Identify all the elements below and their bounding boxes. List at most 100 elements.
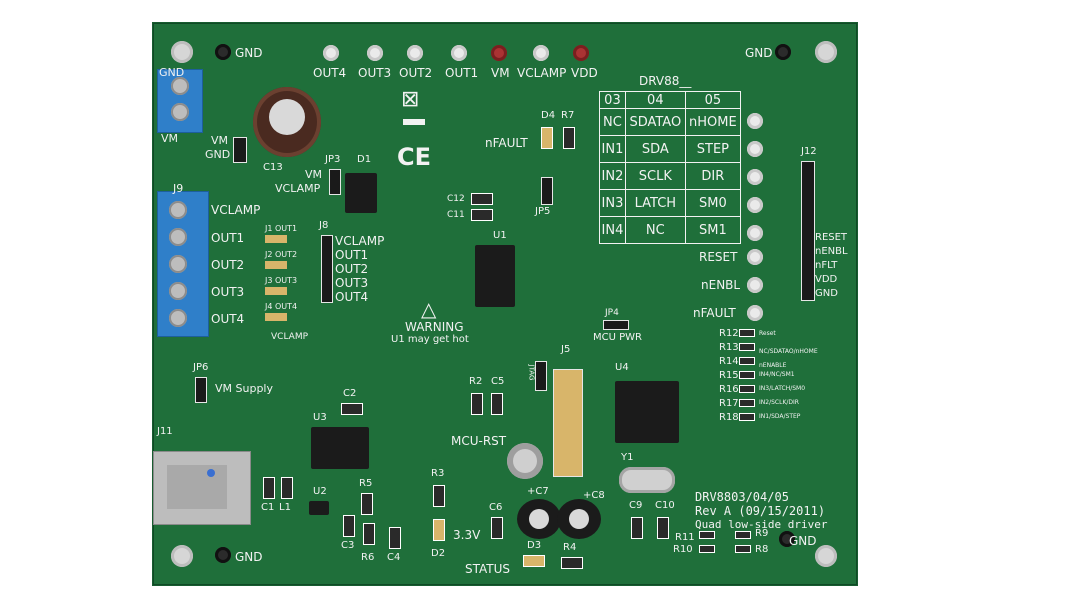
- mount-hole-bl: [171, 545, 193, 567]
- r6-label: R6: [361, 552, 375, 563]
- mcu-rst-button[interactable]: [507, 443, 543, 479]
- r15-desc: IN4/NC/SM1: [759, 371, 795, 378]
- r8-part: [735, 545, 751, 553]
- jp3-label: JP3: [325, 154, 341, 165]
- c12-part: [471, 193, 493, 205]
- j12-pin-gnd: GND: [815, 288, 838, 299]
- vm-supply-label: VM Supply: [215, 382, 273, 395]
- j7-vm-label: VM: [211, 134, 229, 147]
- r17-label: R17: [719, 398, 739, 409]
- pin-function-table: 03 04 05 NC SDATAO nHOME IN1 SDA STEP IN…: [599, 91, 742, 244]
- u4-label: U4: [615, 362, 629, 373]
- j8-pin-out3: OUT3: [335, 276, 369, 290]
- r10-label: R10: [673, 544, 693, 555]
- d3-label: D3: [527, 540, 542, 551]
- table-cell: LATCH: [624, 189, 686, 217]
- j6-gnd-label: GND: [159, 66, 185, 79]
- tp-vclamp: [533, 45, 549, 61]
- j9-pin-vclamp: VCLAMP: [211, 203, 261, 217]
- gnd-testpoint-tr: [775, 44, 791, 60]
- gnd-label-tl: GND: [235, 46, 263, 60]
- r2-label: R2: [469, 376, 483, 387]
- gnd-testpoint-br: [779, 531, 795, 547]
- c5-label: C5: [491, 376, 505, 387]
- r11-part: [699, 531, 715, 539]
- drv-title: DRV88__: [639, 74, 692, 88]
- r14-part: [739, 357, 755, 365]
- j2-pads: [265, 261, 287, 269]
- weee-bar: [403, 119, 425, 125]
- u4-mcu: [615, 381, 679, 443]
- j9-screw-5: [169, 309, 187, 327]
- ce-mark: CE: [397, 143, 432, 171]
- j7-gnd-label: GND: [205, 148, 231, 161]
- tp-vm: [491, 45, 507, 61]
- jp4-header: [603, 320, 629, 330]
- tp-nenbl: [747, 277, 763, 293]
- tp-vdd-label: VDD: [571, 66, 598, 80]
- table-cell: SDA: [624, 135, 686, 163]
- tp-nfault: [747, 305, 763, 321]
- j6-screw-2: [171, 103, 189, 121]
- table-head: 03: [599, 91, 626, 109]
- r14-label: R14: [719, 356, 739, 367]
- j6-vm-label: VM: [161, 132, 179, 145]
- jp6-label: JP6: [193, 362, 209, 373]
- y1-label: Y1: [621, 452, 634, 463]
- nfault-top-label: nFAULT: [485, 136, 528, 150]
- r18-desc: IN1/SDA/STEP: [759, 413, 801, 420]
- r10-part: [699, 545, 715, 553]
- warning-triangle-icon: △: [421, 297, 437, 321]
- j9-screw-2: [169, 228, 187, 246]
- jp6-header: [195, 377, 207, 403]
- mount-hole-tr: [815, 41, 837, 63]
- j5-header: [553, 369, 583, 477]
- r5-part: [361, 493, 373, 515]
- gnd-label-br: GND: [789, 534, 817, 548]
- u3-label: U3: [313, 412, 327, 423]
- j8-pin-out4: OUT4: [335, 290, 369, 304]
- r2-part: [471, 393, 483, 415]
- j12-pin-nenbl: nENBL: [815, 246, 848, 257]
- r5-label: R5: [359, 478, 373, 489]
- c10-part: [657, 517, 669, 539]
- c6-part: [491, 517, 503, 539]
- tp-reset: [747, 249, 763, 265]
- c3-part: [343, 515, 355, 537]
- jtag-label: JTAG: [527, 364, 536, 381]
- tp-out1: [451, 45, 467, 61]
- r4-part: [561, 557, 583, 569]
- r3-part: [433, 485, 445, 507]
- r4-label: R4: [563, 542, 577, 553]
- r7-label: R7: [561, 110, 575, 121]
- tp-dir: [747, 169, 763, 185]
- j9-screw-4: [169, 282, 187, 300]
- c11-part: [471, 209, 493, 221]
- tp-out1-label: OUT1: [445, 66, 479, 80]
- mount-hole-br: [815, 545, 837, 567]
- j12-pin-reset: RESET: [815, 232, 848, 243]
- u2-label: U2: [313, 486, 327, 497]
- c8-top: [569, 509, 589, 529]
- j12-pin-vdd: VDD: [815, 274, 838, 285]
- tp-out3: [367, 45, 383, 61]
- c3-label: C3: [341, 540, 355, 551]
- u1-chip: [475, 245, 515, 307]
- table-cell: IN3: [599, 189, 626, 217]
- d3-led: [523, 555, 545, 567]
- j11-label: J11: [157, 426, 173, 437]
- c7-label: +C7: [527, 486, 549, 497]
- gnd-label-tr: GND: [745, 46, 773, 60]
- j7-header: [233, 137, 247, 163]
- c10-label: C10: [655, 500, 675, 511]
- board-desc: Quad low-side driver: [695, 518, 828, 531]
- jp3-vclamp-label: VCLAMP: [275, 182, 321, 195]
- r13-desc: NC/SDATAO/nHOME: [759, 348, 818, 355]
- mcu-pwr-label: MCU PWR: [593, 332, 642, 343]
- r13-part: [739, 343, 755, 351]
- j1-label: J1 OUT1: [265, 224, 298, 233]
- r12-label: R12: [719, 328, 739, 339]
- c2-part: [341, 403, 363, 415]
- j9-pin-out2: OUT2: [211, 258, 245, 272]
- board-name: DRV8803/04/05: [695, 490, 789, 504]
